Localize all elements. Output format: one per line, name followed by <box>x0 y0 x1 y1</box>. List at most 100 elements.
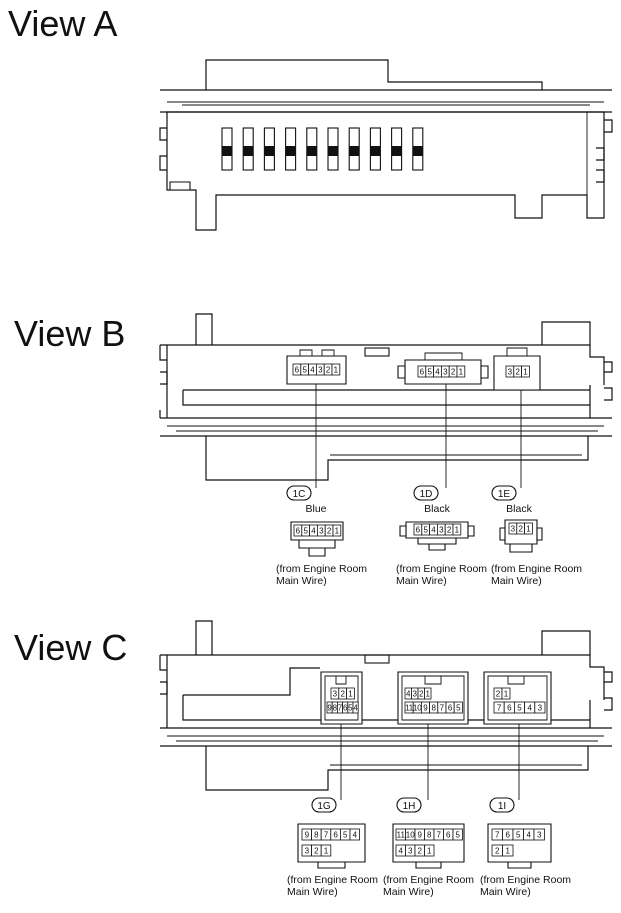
view-a-label: View A <box>8 3 117 44</box>
pin-1g-plug-number: 1 <box>324 847 329 856</box>
pin-1d-face-cell <box>456 365 466 378</box>
pin-1e-plug-cell <box>524 522 533 535</box>
connector-1h-note-line1: (from Engine Room <box>383 874 474 886</box>
pin-1g-plug-number: 8 <box>314 831 319 840</box>
pin-1d-face-number: 6 <box>420 368 425 377</box>
pin-1i-plug-number: 6 <box>506 831 511 840</box>
pin-1g-face-number: 8 <box>333 704 338 713</box>
pin-1c-face-number: 1 <box>334 366 339 375</box>
pin-1h-face-number: 3 <box>413 690 418 699</box>
connector-1d-note-line1: (from Engine Room <box>396 563 487 575</box>
pin-1g-face-number: 6 <box>343 704 348 713</box>
pin-1c-face-number: 3 <box>318 366 323 375</box>
pin-1h-plug-number: 3 <box>408 847 413 856</box>
pin-1g-plug-number: 6 <box>333 831 338 840</box>
pin-1i-face-number: 6 <box>507 704 512 713</box>
pin-1h-face-number: 11 <box>405 704 414 713</box>
pin-1i-face-number: 2 <box>496 690 501 699</box>
fuse-slot <box>221 127 233 171</box>
pin-1c-plug-number: 1 <box>335 527 340 536</box>
fuse-slot <box>285 127 297 171</box>
pin-1g-plug-number: 9 <box>305 831 310 840</box>
connector-1i-note-line2: Main Wire) <box>480 886 531 898</box>
connector-1i-code: 1I <box>498 801 506 812</box>
pin-1d-face-number: 2 <box>451 368 456 377</box>
pin-1e-face-number: 2 <box>515 368 520 377</box>
pin-1c-plug-cell <box>332 524 342 537</box>
pin-1i-plug-number: 1 <box>506 847 511 856</box>
fuse-slot <box>306 127 318 171</box>
fuse-slot <box>242 127 254 171</box>
connector-1h-code: 1H <box>403 801 416 812</box>
connector-1c-note-line2: Main Wire) <box>276 575 327 587</box>
connector-1d-color: Black <box>424 503 450 515</box>
pin-1h-face-number: 6 <box>448 704 453 713</box>
pin-1d-plug-number: 6 <box>416 526 421 535</box>
pin-1d-plug-number: 4 <box>431 526 436 535</box>
connector-1c-code: 1C <box>293 489 306 500</box>
connector-1g-code: 1G <box>317 801 331 812</box>
fuse-slot <box>263 127 275 171</box>
pin-1c-plug-number: 2 <box>327 527 332 536</box>
fuse-slot <box>369 127 381 171</box>
pin-1i-face-number: 3 <box>538 704 543 713</box>
pin-1i-plug-number: 3 <box>537 831 542 840</box>
fuse-slot <box>327 127 339 171</box>
pin-1i-face-cell <box>534 701 546 714</box>
pin-1d-face-number: 1 <box>459 368 464 377</box>
pin-1i-face-number: 7 <box>497 704 502 713</box>
pin-1g-face-number: 9 <box>327 704 332 713</box>
connector-1d-note-line2: Main Wire) <box>396 575 447 587</box>
pin-1g-face-number: 1 <box>348 690 353 699</box>
pin-1d-face-number: 5 <box>427 368 432 377</box>
pin-1g-face-number: 3 <box>333 690 338 699</box>
pin-1i-face-number: 1 <box>504 690 509 699</box>
connector-1c-color: Blue <box>305 503 326 515</box>
pin-1c-face-number: 5 <box>302 366 307 375</box>
pin-1h-face-number: 5 <box>456 704 461 713</box>
fuse-slot <box>391 127 403 171</box>
pin-1h-face-cell <box>453 701 463 714</box>
pin-1g-plug-cell <box>320 844 332 857</box>
pin-1h-plug-number: 8 <box>427 831 432 840</box>
pin-1d-plug-number: 5 <box>423 526 428 535</box>
fuse-slot <box>348 127 360 171</box>
pin-1d-face-number: 4 <box>435 368 440 377</box>
pin-1h-plug-number: 4 <box>399 847 404 856</box>
pin-1c-plug-number: 5 <box>303 527 308 536</box>
pin-1c-plug-number: 6 <box>296 527 301 536</box>
connector-1i-note-line1: (from Engine Room <box>480 874 571 886</box>
pin-1g-plug-number: 2 <box>314 847 319 856</box>
connector-1e-note-line2: Main Wire) <box>491 575 542 587</box>
pin-1g-plug-number: 5 <box>343 831 348 840</box>
pin-1h-face-number: 4 <box>406 690 411 699</box>
pin-1g-plug-cell <box>349 828 361 841</box>
connector-1e-code: 1E <box>498 489 511 500</box>
pin-1i-plug-number: 2 <box>495 847 500 856</box>
pin-1c-face-number: 2 <box>326 366 331 375</box>
pin-1i-plug-number: 7 <box>495 831 500 840</box>
pin-1c-face-number: 6 <box>295 366 300 375</box>
connector-1e-note-line1: (from Engine Room <box>491 563 582 575</box>
pin-1d-plug-number: 1 <box>455 526 460 535</box>
view-b-housing <box>159 313 613 481</box>
pin-1g-face-number: 7 <box>338 704 343 713</box>
pin-1g-face-number: 4 <box>353 704 358 713</box>
pin-1i-face-cell <box>501 687 511 700</box>
pin-1d-face-number: 3 <box>443 368 448 377</box>
pin-1h-plug-number: 9 <box>418 831 423 840</box>
pin-1h-face-number: 1 <box>426 690 431 699</box>
pin-1h-face-number: 2 <box>419 690 424 699</box>
pin-1i-plug-number: 4 <box>527 831 532 840</box>
connector-1d-code: 1D <box>420 489 433 500</box>
pin-1h-face-number: 10 <box>413 704 422 713</box>
pin-1h-face-cell <box>424 687 432 700</box>
